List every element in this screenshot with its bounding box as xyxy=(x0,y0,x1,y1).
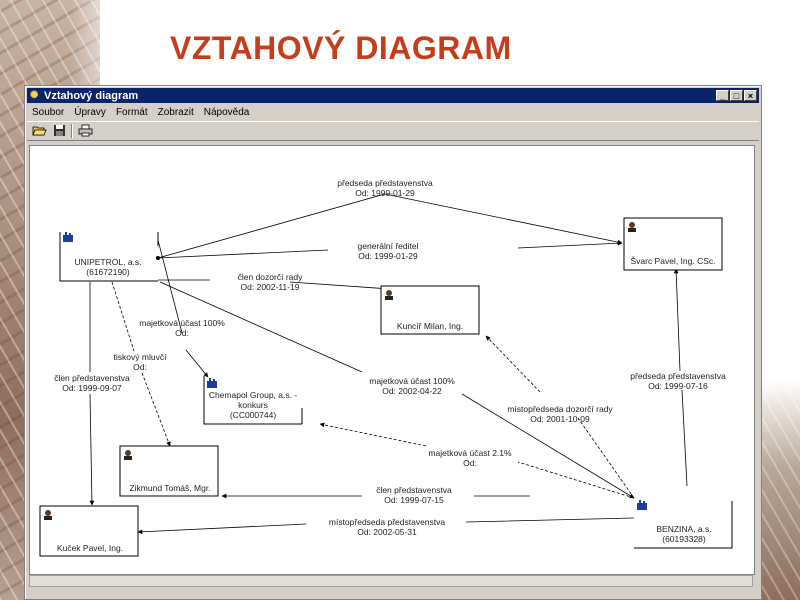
edge-unipetrol-svarc-reditel[interactable]: generální ředitel Od: 1999-01-29 xyxy=(157,241,622,261)
edge-date: Od: 2001-10-09 xyxy=(530,414,590,424)
node-kucek[interactable]: Kuček Pavel, Ing. xyxy=(39,505,139,557)
maximize-button[interactable]: □ xyxy=(730,90,743,101)
background-texture-right xyxy=(755,380,800,600)
edge-date: Od: 1999-09-07 xyxy=(62,383,122,393)
edge-label: předseda představenstva xyxy=(630,371,726,381)
menu-format[interactable]: Formát xyxy=(115,106,148,118)
minimize-button[interactable]: _ xyxy=(716,90,729,101)
edge-label: místopředseda dozorčí rady xyxy=(507,404,613,414)
edge-label: předseda představenstva xyxy=(337,178,433,188)
node-name: BENZINA, a.s. xyxy=(656,524,711,534)
node-name: Kuncíř Milan, Ing. xyxy=(397,321,463,331)
menubar: Soubor Úpravy Formát Zobrazit Nápověda xyxy=(27,104,759,120)
node-name-2: konkurs xyxy=(238,400,268,410)
edge-label: majetková účast 100% xyxy=(369,376,455,386)
edge-unipetrol-svarc-predseda[interactable]: předseda představenstva Od: 1999-01-29 xyxy=(156,178,623,260)
menu-soubor[interactable]: Soubor xyxy=(32,106,65,118)
window-title: Vztahový diagram xyxy=(44,89,139,102)
node-name: Chemapol Group, a.s. - xyxy=(209,390,298,400)
save-icon[interactable] xyxy=(51,124,67,138)
edge-benzina-chemapol[interactable]: majetková účast 2.1% Od: xyxy=(320,424,635,499)
edge-label: člen dozorčí rady xyxy=(238,272,303,282)
edge-unipetrol-kucek[interactable]: člen představenstva Od: 1999-09-07 xyxy=(54,282,130,505)
edge-benzina-svarc[interactable]: předseda představenstva Od: 1999-07-16 xyxy=(630,269,726,487)
edge-date: Od: 1999-07-15 xyxy=(384,495,444,505)
node-kuncir[interactable]: Kuncíř Milan, Ing. xyxy=(380,285,480,335)
person-icon xyxy=(124,450,132,460)
node-name: Kuček Pavel, Ing. xyxy=(57,543,123,553)
edge-unipetrol-zikmund[interactable]: tiskový mluvčí Od: xyxy=(111,281,170,446)
menu-zobrazit[interactable]: Zobrazit xyxy=(157,106,194,118)
menu-napoveda[interactable]: Nápověda xyxy=(203,106,250,118)
edge-benzina-kuncir[interactable]: místopředseda dozorčí rady Od: 2001-10-0… xyxy=(486,336,635,499)
edge-label: majetková účast 100% xyxy=(139,318,225,328)
edge-unipetrol-benzina[interactable]: majetková účast 100% Od: 2002-04-22 xyxy=(159,281,634,498)
node-unipetrol[interactable]: UNIPETROL, a.s. (61672190) xyxy=(59,232,159,282)
slide-title: VZTAHOVÝ DIAGRAM xyxy=(170,30,512,66)
edge-label: generální ředitel xyxy=(358,241,419,251)
person-icon xyxy=(628,222,636,232)
window-titlebar[interactable]: ✺ Vztahový diagram _ □ × xyxy=(27,88,759,103)
menu-upravy[interactable]: Úpravy xyxy=(74,106,106,118)
app-window: ✺ Vztahový diagram _ □ × Soubor Úpravy F… xyxy=(24,85,762,600)
close-button[interactable]: × xyxy=(744,90,757,101)
node-id: (61672190) xyxy=(86,267,130,277)
company-icon xyxy=(637,500,647,510)
node-chemapol[interactable]: Chemapol Group, a.s. - konkurs (CC000744… xyxy=(203,376,303,425)
edge-label: majetková účast 2.1% xyxy=(428,448,512,458)
app-icon: ✺ xyxy=(30,90,39,101)
node-zikmund[interactable]: Zikmund Tomáš, Mgr. xyxy=(119,445,219,497)
person-icon xyxy=(385,290,393,300)
node-name: Švarc Pavel, Ing. CSc. xyxy=(630,256,715,266)
edge-date: Od: xyxy=(175,328,189,338)
status-bar xyxy=(29,589,753,597)
diagram-canvas[interactable]: předseda představenstva Od: 1999-01-29 g… xyxy=(29,145,755,575)
company-icon xyxy=(63,232,73,242)
edge-date: Od: 2002-11-19 xyxy=(241,282,300,292)
node-name: UNIPETROL, a.s. xyxy=(74,257,141,267)
open-folder-icon[interactable] xyxy=(31,124,47,138)
print-icon[interactable] xyxy=(77,124,93,138)
edge-date: Od: 2002-04-22 xyxy=(382,386,442,396)
edge-date: Od: 1999-07-16 xyxy=(648,381,708,391)
edge-date: Od: xyxy=(463,458,477,468)
edge-label: místopředseda představenstva xyxy=(329,517,446,527)
edge-label: člen představenstva xyxy=(376,485,452,495)
node-svarc[interactable]: Švarc Pavel, Ing. CSc. xyxy=(623,217,723,271)
edge-benzina-zikmund[interactable]: člen představenstva Od: 1999-07-15 xyxy=(222,485,530,505)
company-icon xyxy=(207,378,217,388)
edge-date: Od: 1999-01-29 xyxy=(358,251,418,261)
node-name: Zikmund Tomáš, Mgr. xyxy=(129,483,210,493)
toolbar xyxy=(27,121,759,141)
relationship-diagram: předseda představenstva Od: 1999-01-29 g… xyxy=(39,178,733,557)
edge-benzina-kucek[interactable]: místopředseda představenstva Od: 2002-05… xyxy=(138,517,635,537)
edge-date: Od: xyxy=(133,362,147,372)
toolbar-separator xyxy=(71,124,73,138)
edge-label: člen představenstva xyxy=(54,373,130,383)
horizontal-scrollbar[interactable] xyxy=(29,575,753,587)
edge-label: tiskový mluvčí xyxy=(114,352,168,362)
person-icon xyxy=(44,510,52,520)
node-id: (60193328) xyxy=(662,534,706,544)
edge-unipetrol-kuncir[interactable]: člen dozorčí rady Od: 2002-11-19 xyxy=(158,272,390,292)
edge-date: Od: 1999-01-29 xyxy=(355,188,415,198)
node-id: (CC000744) xyxy=(230,410,276,420)
node-benzina[interactable]: BENZINA, a.s. (60193328) xyxy=(634,500,733,549)
edge-date: Od: 2002-05-31 xyxy=(357,527,417,537)
